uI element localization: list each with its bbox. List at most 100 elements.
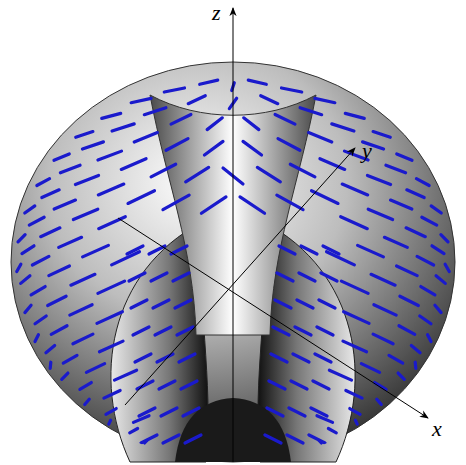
director-dash bbox=[83, 245, 109, 257]
director-dash bbox=[319, 300, 335, 308]
director-dash bbox=[257, 167, 280, 181]
director-dash bbox=[361, 364, 379, 373]
director-dash bbox=[342, 184, 367, 195]
director-dash bbox=[391, 200, 412, 209]
axis-label: x bbox=[432, 418, 442, 440]
director-dash bbox=[406, 228, 425, 237]
director-dash bbox=[265, 435, 281, 443]
director-dash bbox=[29, 217, 44, 225]
director-dash bbox=[114, 370, 136, 380]
director-dash bbox=[313, 381, 329, 389]
director-dash bbox=[273, 327, 289, 335]
director-dash bbox=[121, 159, 146, 170]
director-dash bbox=[181, 381, 197, 389]
director-dash bbox=[25, 206, 35, 213]
director-dash bbox=[315, 98, 335, 102]
director-dash bbox=[73, 209, 97, 219]
director-dash bbox=[171, 115, 191, 125]
director-dash bbox=[309, 133, 332, 142]
director-dash bbox=[289, 408, 305, 416]
director-dash bbox=[188, 96, 205, 104]
director-dash bbox=[102, 113, 121, 118]
director-dash bbox=[299, 273, 315, 281]
director-dash bbox=[421, 287, 435, 295]
director-dash bbox=[329, 370, 351, 380]
director-dash bbox=[163, 435, 179, 443]
director-dash bbox=[32, 256, 49, 265]
director-dash bbox=[345, 113, 364, 118]
director-dash bbox=[35, 316, 46, 324]
director-dash bbox=[411, 346, 420, 353]
director-dash bbox=[311, 408, 327, 416]
director-dash bbox=[207, 118, 222, 130]
director-dash bbox=[343, 341, 367, 352]
director-dash bbox=[344, 312, 369, 324]
director-dash bbox=[301, 246, 317, 254]
director-dash bbox=[367, 175, 390, 184]
director-dash bbox=[76, 132, 93, 138]
director-dash bbox=[171, 246, 187, 254]
director-dash bbox=[48, 296, 66, 305]
director-dash bbox=[428, 335, 431, 342]
director-dash bbox=[35, 335, 38, 342]
director-dash bbox=[98, 281, 125, 293]
director-dash bbox=[70, 305, 92, 315]
director-dash bbox=[204, 141, 223, 155]
director-dash bbox=[445, 264, 449, 271]
director-dash bbox=[275, 300, 291, 308]
director-dash bbox=[183, 408, 199, 416]
director-dash bbox=[98, 151, 122, 160]
director-dash bbox=[135, 354, 151, 362]
director-dash bbox=[128, 191, 154, 204]
director-dash bbox=[414, 362, 418, 368]
director-dash bbox=[374, 305, 396, 315]
director-dash bbox=[151, 164, 176, 177]
director-dash bbox=[73, 334, 93, 344]
director-dash bbox=[282, 88, 302, 92]
director-dash bbox=[399, 326, 415, 335]
director-dash bbox=[317, 416, 333, 423]
director-dash bbox=[279, 246, 295, 254]
director-dash bbox=[431, 206, 441, 213]
director-dash bbox=[46, 346, 55, 353]
director-dash bbox=[153, 300, 169, 308]
director-dash bbox=[371, 274, 395, 285]
director-dash bbox=[97, 312, 122, 324]
director-dash bbox=[277, 195, 303, 210]
director-dash bbox=[400, 296, 418, 305]
director-dash bbox=[98, 184, 123, 195]
director-dash bbox=[240, 197, 265, 213]
director-dash bbox=[397, 266, 418, 276]
director-dash bbox=[129, 273, 145, 281]
director-dash bbox=[332, 124, 354, 131]
director-dash bbox=[407, 190, 424, 198]
axis-line bbox=[233, 8, 234, 462]
director-dash bbox=[422, 217, 437, 225]
director-dash bbox=[267, 408, 283, 416]
director-dash bbox=[60, 165, 80, 173]
director-dash bbox=[290, 164, 315, 177]
director-dash bbox=[133, 416, 149, 423]
director-dash bbox=[22, 246, 34, 254]
director-dash bbox=[42, 190, 59, 198]
director-dash bbox=[86, 364, 104, 373]
director-dash bbox=[261, 96, 278, 104]
director-dash bbox=[164, 88, 184, 92]
director-dash bbox=[71, 274, 95, 285]
director-dash bbox=[99, 341, 123, 352]
director-dash bbox=[175, 300, 191, 308]
director-dash bbox=[375, 383, 386, 390]
director-dash bbox=[341, 281, 368, 293]
director-dash bbox=[416, 179, 429, 186]
director-dash bbox=[432, 246, 444, 254]
director-dash bbox=[85, 399, 90, 404]
director-dash bbox=[309, 435, 325, 443]
director-dash bbox=[109, 420, 111, 424]
director-dash bbox=[386, 165, 406, 173]
axis-line bbox=[118, 218, 428, 418]
director-dash bbox=[106, 409, 116, 415]
director-dash bbox=[141, 435, 157, 443]
director-dash bbox=[278, 139, 300, 151]
director-dash bbox=[420, 316, 431, 324]
